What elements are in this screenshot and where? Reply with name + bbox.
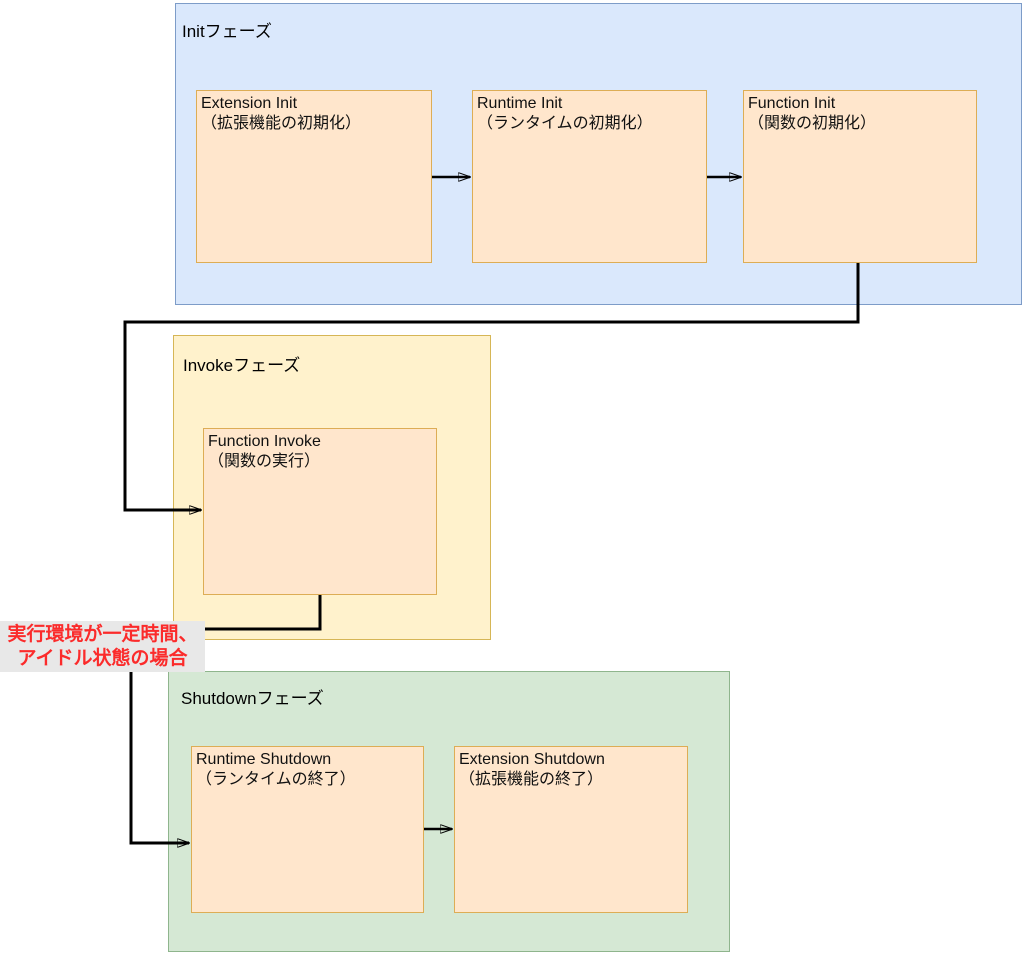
- invoke-phase-label: Invokeフェーズ: [183, 356, 301, 375]
- extension-shutdown-title: Extension Shutdown: [459, 751, 605, 768]
- function-init-subtitle: （関数の初期化）: [748, 115, 877, 132]
- function-invoke-box: Function Invoke （関数の実行）: [203, 428, 437, 595]
- function-init-box: Function Init （関数の初期化）: [743, 90, 977, 263]
- runtime-init-title: Runtime Init: [477, 95, 563, 112]
- extension-shutdown-subtitle: （拡張機能の終了）: [459, 771, 604, 788]
- runtime-shutdown-subtitle: （ランタイムの終了）: [196, 771, 356, 788]
- function-invoke-title: Function Invoke: [208, 433, 321, 450]
- extension-init-subtitle: （拡張機能の初期化）: [201, 115, 362, 132]
- extension-init-title: Extension Init: [201, 95, 298, 112]
- idle-condition-line1: 実行環境が一定時間、: [7, 623, 198, 645]
- runtime-shutdown-title: Runtime Shutdown: [196, 751, 332, 768]
- extension-init-box: Extension Init （拡張機能の初期化）: [196, 90, 432, 263]
- shutdown-phase-label: Shutdownフェーズ: [181, 689, 324, 708]
- init-phase-label: Initフェーズ: [182, 22, 272, 41]
- function-invoke-subtitle: （関数の実行）: [208, 453, 321, 470]
- runtime-init-box: Runtime Init （ランタイムの初期化）: [472, 90, 707, 263]
- idle-condition-line2: アイドル状態の場合: [17, 647, 188, 669]
- runtime-init-subtitle: （ランタイムの初期化）: [477, 115, 653, 132]
- idle-condition-annotation: 実行環境が一定時間、 アイドル状態の場合: [0, 621, 205, 672]
- runtime-shutdown-box: Runtime Shutdown （ランタイムの終了）: [191, 746, 424, 913]
- extension-shutdown-box: Extension Shutdown （拡張機能の終了）: [454, 746, 688, 913]
- function-init-title: Function Init: [748, 95, 836, 112]
